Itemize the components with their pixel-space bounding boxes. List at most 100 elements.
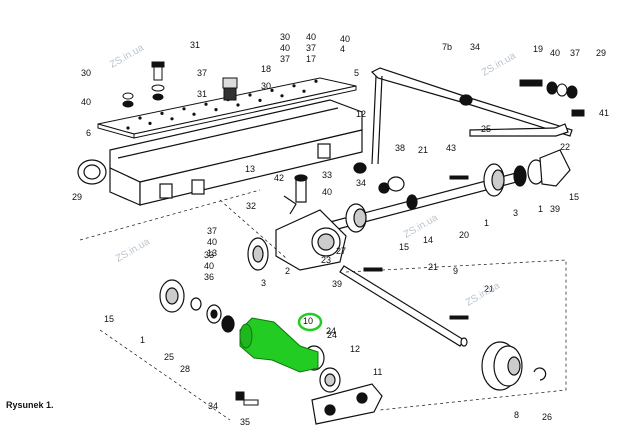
watermark-text: ZS.in.ua <box>108 42 146 70</box>
plate-hole <box>248 93 252 97</box>
bolt-bottom <box>235 391 259 406</box>
callout-6: 6 <box>86 128 91 138</box>
callout-14: 14 <box>423 235 433 245</box>
callout-35: 35 <box>240 417 250 427</box>
frame-beam <box>77 99 363 206</box>
callout-23: 23 <box>321 255 331 265</box>
plate-hole <box>270 88 274 92</box>
callout-42: 42 <box>274 173 284 183</box>
plate-hole <box>258 98 262 102</box>
plate-hole <box>160 111 164 115</box>
callout-30: 30 <box>280 32 290 42</box>
callout-39: 39 <box>550 204 560 214</box>
plate-hole <box>182 107 186 111</box>
callout-7b: 7b <box>442 42 452 52</box>
callout-34: 34 <box>470 42 480 52</box>
callout-1: 1 <box>538 204 543 214</box>
callout-37: 37 <box>280 54 290 64</box>
callout-18: 18 <box>261 64 271 74</box>
callout-40: 40 <box>322 187 332 197</box>
plate-hole <box>148 121 152 125</box>
plate-hole <box>302 89 306 93</box>
plate-hole <box>126 126 130 130</box>
callout-37: 37 <box>306 43 316 53</box>
plate-hole <box>314 79 318 83</box>
callout-12: 12 <box>350 344 360 354</box>
callout-40: 40 <box>280 43 290 53</box>
callout-15: 15 <box>569 192 579 202</box>
callout-25: 25 <box>481 124 491 134</box>
callout-37: 37 <box>197 68 207 78</box>
callout-38: 38 <box>395 143 405 153</box>
callout-40: 40 <box>306 32 316 42</box>
callout-29: 29 <box>596 48 606 58</box>
callout-40: 40 <box>550 48 560 58</box>
watermark-text: ZS.in.ua <box>114 236 152 264</box>
callout-29: 29 <box>72 192 82 202</box>
shaft-assembly <box>329 149 571 233</box>
callout-21: 21 <box>484 284 494 294</box>
figure-caption: Rysunek 1. <box>6 400 54 410</box>
callout-37: 37 <box>570 48 580 58</box>
callout-39: 39 <box>332 279 342 289</box>
callout-30: 30 <box>81 68 91 78</box>
callout-25: 25 <box>164 352 174 362</box>
callout-1: 1 <box>140 335 145 345</box>
plate-hole <box>292 84 296 88</box>
plate-hole <box>214 108 218 112</box>
watermark-text: ZS.in.ua <box>480 50 518 78</box>
bolt-set-top-left <box>122 61 238 108</box>
callout-24: 24 <box>326 326 336 336</box>
callout-40: 40 <box>207 237 217 247</box>
guide-lines <box>79 189 567 421</box>
callout-15: 15 <box>399 242 409 252</box>
link-plate <box>311 383 383 425</box>
callout-15: 15 <box>104 314 114 324</box>
lever-assembly <box>353 67 573 174</box>
callout-30: 30 <box>261 81 271 91</box>
callout-13: 13 <box>207 248 217 258</box>
callout-33: 33 <box>204 250 214 260</box>
callout-26: 26 <box>542 412 552 422</box>
bevel-gear-block <box>247 174 347 271</box>
plate-hole <box>170 117 174 121</box>
callout-34: 34 <box>356 178 366 188</box>
cover-plate-holes <box>126 79 318 130</box>
callout-21: 21 <box>428 262 438 272</box>
plate-hole <box>192 112 196 116</box>
small-parts <box>363 175 469 320</box>
callout-41: 41 <box>599 108 609 118</box>
callout-40: 40 <box>81 97 91 107</box>
callout-12: 12 <box>356 109 366 119</box>
callout-32: 32 <box>246 201 256 211</box>
callout-33: 33 <box>322 170 332 180</box>
bolt-set-top-right <box>519 79 585 117</box>
callout-2: 2 <box>285 266 290 276</box>
callout-3: 3 <box>261 278 266 288</box>
callout-11: 11 <box>373 367 382 377</box>
callout-43: 43 <box>446 143 456 153</box>
callout-40: 40 <box>340 34 350 44</box>
callout-37: 37 <box>207 226 217 236</box>
plate-hole <box>280 94 284 98</box>
callout-24: 24 <box>327 330 337 340</box>
callout-10: 10 <box>303 316 313 326</box>
callout-34: 34 <box>208 401 218 411</box>
callout-3: 3 <box>513 208 518 218</box>
callout-36: 36 <box>204 272 214 282</box>
pulley <box>481 341 547 391</box>
plate-hole <box>204 102 208 106</box>
callout-31: 31 <box>190 40 200 50</box>
callout-labels: 3130403730403731403717183040456122913334… <box>72 32 609 427</box>
callout-20: 20 <box>459 230 469 240</box>
long-rod <box>339 265 468 347</box>
callout-8: 8 <box>514 410 519 420</box>
highlight-ring <box>297 312 323 332</box>
callout-1: 1 <box>484 218 489 228</box>
highlighted-hub-housing[interactable] <box>239 317 319 373</box>
callout-13: 13 <box>245 164 255 174</box>
callout-4: 4 <box>340 44 345 54</box>
callout-9: 9 <box>453 266 458 276</box>
callout-40: 40 <box>204 261 214 271</box>
